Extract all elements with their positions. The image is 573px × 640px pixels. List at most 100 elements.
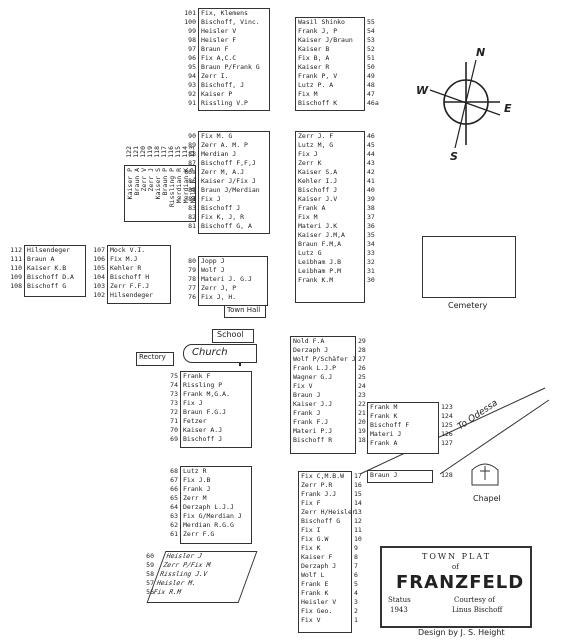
lot-number: 53 <box>367 36 375 44</box>
lot-row: Fix J <box>181 399 251 408</box>
lot-owner: Derzaph L.J.J <box>183 503 234 511</box>
lot-number: 55 <box>367 18 375 26</box>
lot-number: 15 <box>354 490 362 498</box>
lot-number: 97 <box>188 45 196 53</box>
lot-row: Heisler V <box>299 598 351 607</box>
lot-number: 19 <box>358 427 366 435</box>
lot-owner: Fix M <box>298 90 318 98</box>
lot-row: Heisler V <box>199 27 269 36</box>
chapel-icon <box>471 463 499 486</box>
lot-owner: Braun F.M,A <box>298 240 342 248</box>
lot-number: 8 <box>354 553 358 561</box>
lot-row: Frank J <box>291 409 355 418</box>
lot-number: 104 <box>93 273 105 281</box>
lot-number: 128 <box>441 471 453 479</box>
lot-number: 94 <box>188 72 196 80</box>
lot-number: 108 <box>10 282 22 290</box>
lot-row: Derzaph L.J.J <box>181 503 251 512</box>
lot-row: Kaiser J.M,A <box>296 231 364 240</box>
lot-owner: Lutz P. A <box>298 81 334 89</box>
lot-number: 50 <box>367 63 375 71</box>
lot-number: 10 <box>354 535 362 543</box>
lot-owner: Fix J, H. <box>201 293 237 301</box>
lot-number: 127 <box>441 439 453 447</box>
lot-row: Bischoff J <box>296 186 364 195</box>
lot-owner: Kehler R <box>110 264 142 272</box>
lot-number: 81 <box>188 222 196 230</box>
lot-owner: Zerr P.R <box>301 481 333 489</box>
lot-number: 11 <box>354 526 362 534</box>
lot-row: Frank K.M <box>296 276 364 285</box>
lot-row: Nold F.A <box>291 337 355 346</box>
lot-row: Frank J <box>181 485 251 494</box>
lot-owner: Lutz M, G <box>298 141 334 149</box>
lot-row: Frank L.J.P <box>291 364 355 373</box>
lot-owner: Zerr A. M. P <box>201 141 248 149</box>
lot-number: 125 <box>441 421 453 429</box>
lot-number: 18 <box>358 436 366 444</box>
lot-number: 3 <box>354 598 358 606</box>
lot-owner: Frank M <box>370 403 398 411</box>
lot-number: 34 <box>367 240 375 248</box>
lot-row: Fix K <box>299 544 351 553</box>
rectory-label: Rectory <box>139 353 166 361</box>
lot-number: 84 <box>188 195 196 203</box>
lot-row: Braun F.M,A <box>296 240 364 249</box>
lot-row: Zerr H/Heisler <box>299 508 356 517</box>
lot-row: Zerr F.F.J <box>108 282 170 291</box>
lot-row: Fix B, A <box>296 54 364 63</box>
lot-number: 37 <box>367 213 375 221</box>
lot-row: Wolf L <box>299 571 351 580</box>
lot-number: 56 <box>146 588 154 596</box>
lot-row: Zerr J, P <box>199 284 267 293</box>
lot-owner: Leibham J.B <box>298 258 342 266</box>
lot-owner: Frank J, P <box>298 27 338 35</box>
lot-owner: Kehler I.J <box>298 177 338 185</box>
plat-title: TOWN PLAT <box>422 552 492 561</box>
lot-owner: Frank L.J.P <box>293 364 337 372</box>
lot-row: Fix Geo. <box>299 607 351 616</box>
lot-owner: Fix J <box>183 399 203 407</box>
lot-row: Frank A <box>296 204 364 213</box>
lot-owner: Bischoff G <box>301 517 341 525</box>
lot-row: Kaiser S.A <box>296 168 364 177</box>
lot-owner: Kaiser J.M,A <box>298 231 345 239</box>
lot-row: Wolf J <box>199 266 267 275</box>
lot-row: Fix I <box>299 526 351 535</box>
lot-number: 51 <box>367 54 375 62</box>
lot-row: Lutz R <box>181 467 251 476</box>
lot-owner: Frank E <box>301 580 329 588</box>
lot-row: Kaiser B <box>296 45 364 54</box>
lot-row: Kehler R <box>108 264 170 273</box>
lot-number: 93 <box>188 81 196 89</box>
lot-number: 64 <box>170 503 178 511</box>
lot-owner: Kaiser J/Braun <box>298 36 353 44</box>
lot-number: 95 <box>188 63 196 71</box>
lot-number: 68 <box>170 467 178 475</box>
lot-number: 72 <box>170 408 178 416</box>
lot-number: 52 <box>367 45 375 53</box>
lot-owner: Rissling J.V <box>158 570 209 578</box>
lot-number: 23 <box>358 391 366 399</box>
church-label: Church <box>192 347 228 358</box>
lot-row: Bischoff H <box>108 273 170 282</box>
lot-owner: Hilsendeger <box>110 291 154 299</box>
lot-owner: Zerr M <box>183 494 207 502</box>
lot-number: 41 <box>367 177 375 185</box>
lot-number: 44 <box>367 150 375 158</box>
lot-owner: Zerr H/Heisler <box>301 508 356 516</box>
lot-owner: Wolf J <box>201 266 225 274</box>
lot-owner: Braun A <box>27 255 55 263</box>
lot-owner: Fix M.J <box>110 255 138 263</box>
compass-n: N <box>476 46 486 59</box>
lot-number: 101 <box>184 9 196 17</box>
lot-owner: Materi J. G.J <box>201 275 252 283</box>
lot-row: Materi P.J <box>291 427 355 436</box>
lot-number: 35 <box>367 231 375 239</box>
lot-number: 1 <box>354 616 358 624</box>
lot-number: 105 <box>93 264 105 272</box>
lot-row: Kaiser R <box>296 63 364 72</box>
plat-year: 1943 <box>390 606 408 614</box>
